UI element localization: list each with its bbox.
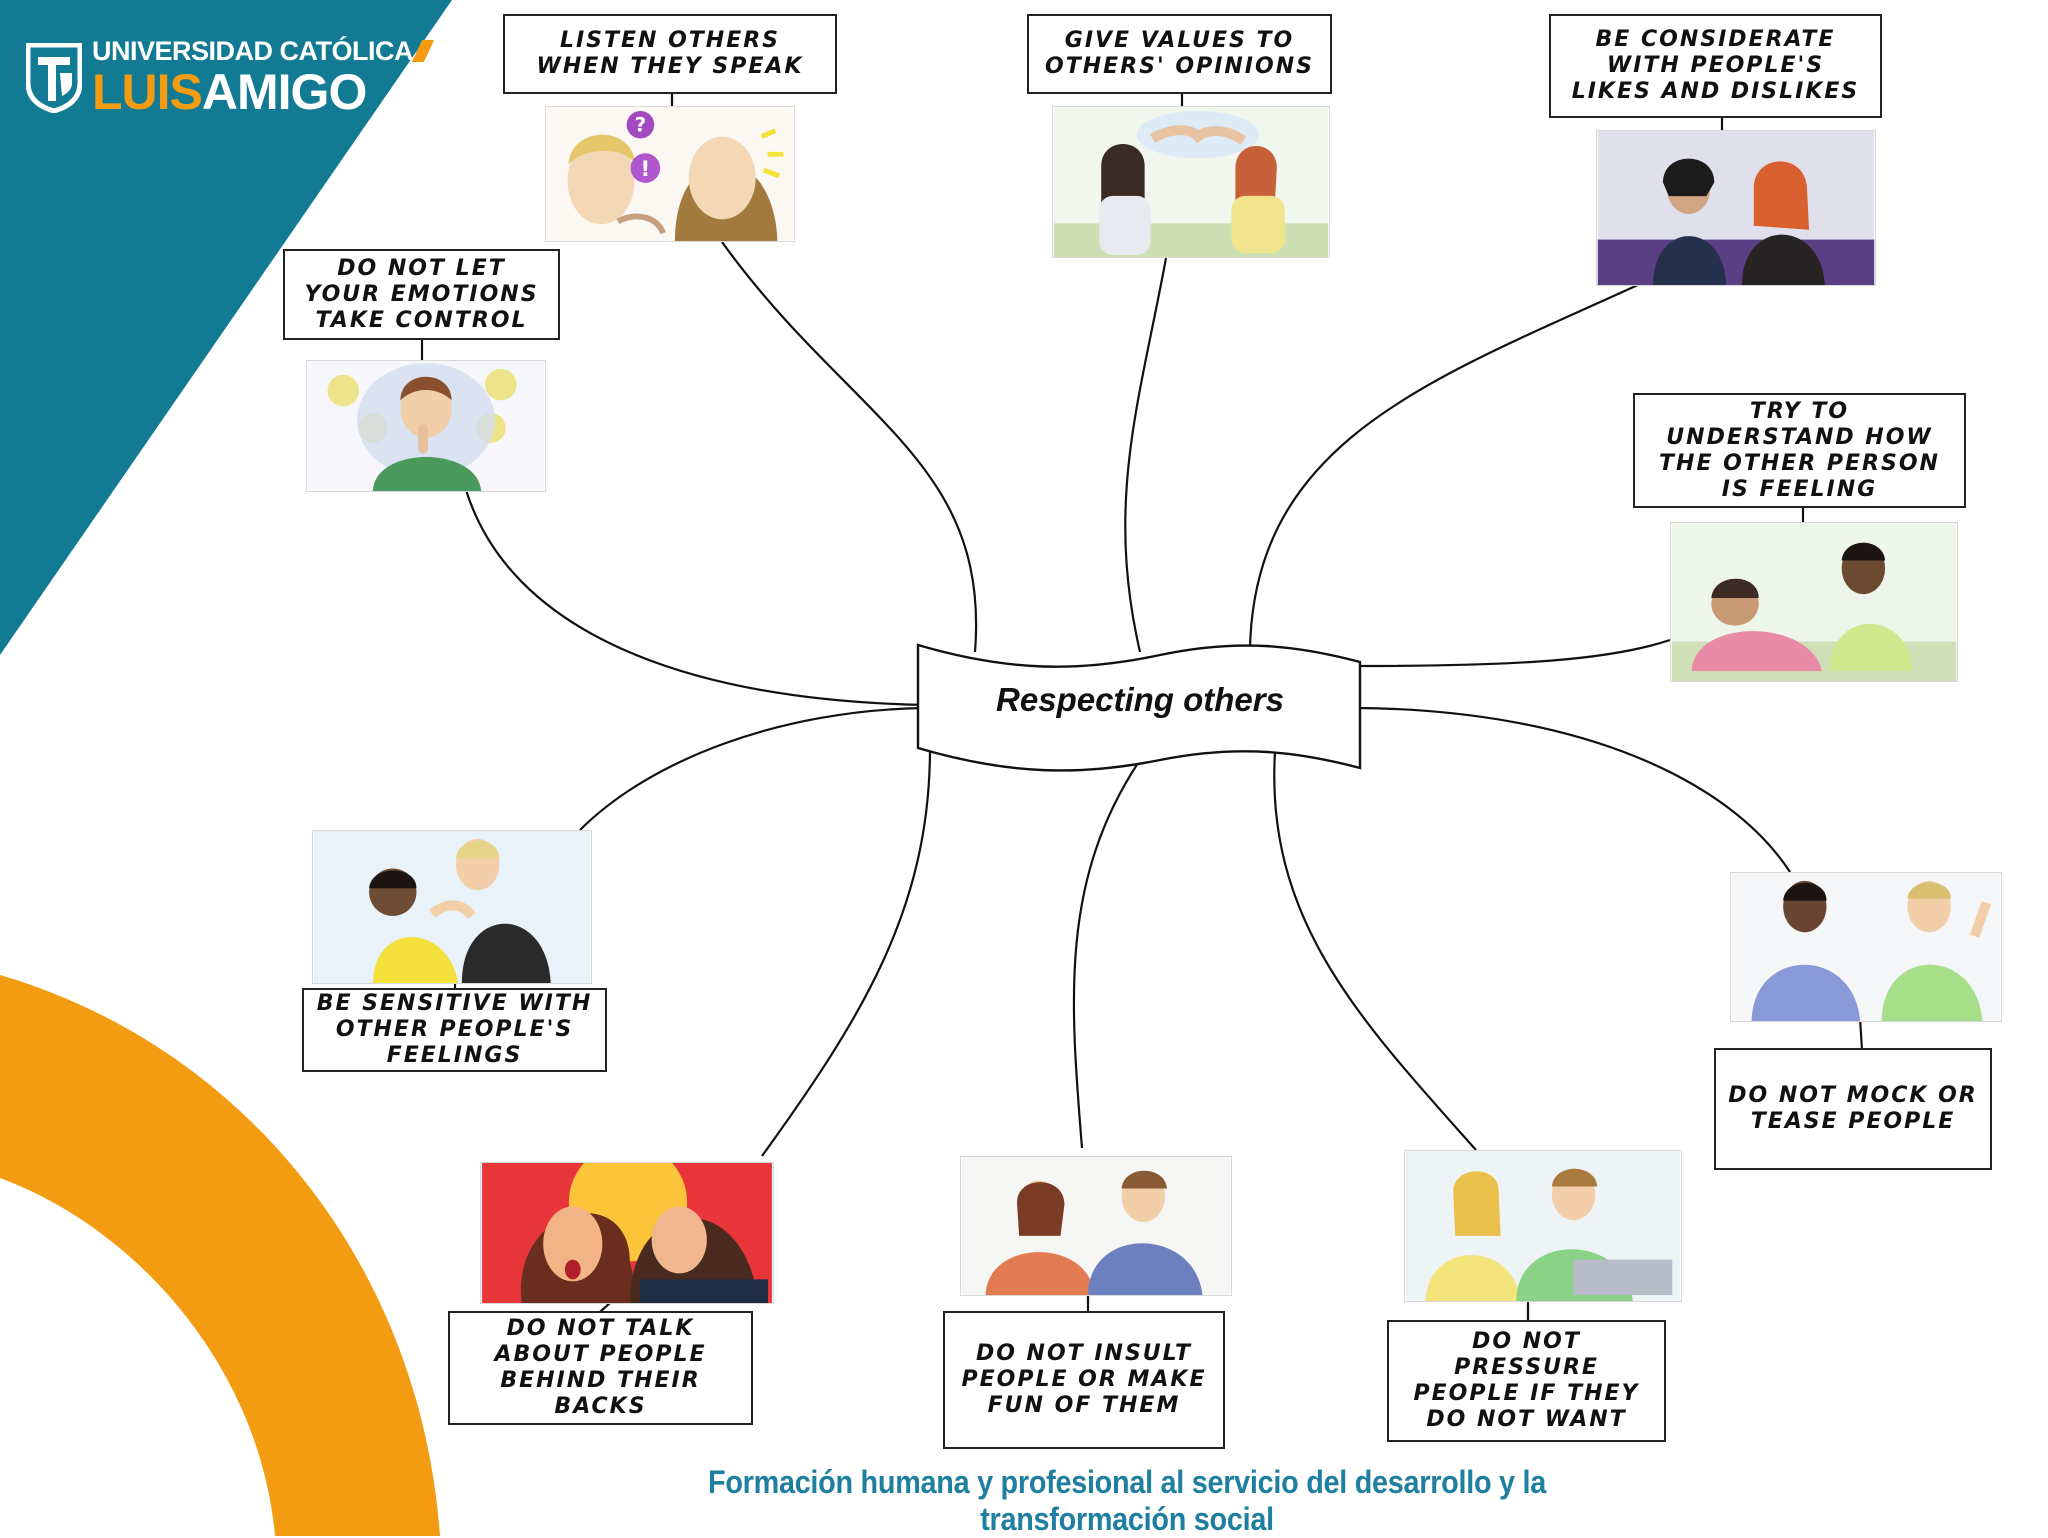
node-talk-box: Do not talk about people behind their ba… [448,1311,753,1425]
consoling-person-illustration [312,830,592,984]
svg-text:?: ? [635,114,646,137]
node-insult-box: Do not insult people or make fun of them [943,1311,1225,1449]
node-emotions-box: Do not let your emotions take control [283,249,560,340]
couple-at-laptop-illustration [1404,1150,1682,1302]
node-mock-box: Do not mock or tease people [1714,1048,1992,1170]
two-boys-waving-illustration [1730,872,2002,1022]
university-logo: UNIVERSIDAD CATÓLICA LUISAMIGO [26,38,435,120]
logo-name-text: LUISAMIGO [92,64,367,120]
two-women-chatting-illustration [1596,130,1876,286]
two-people-talking-illustration: ? ! [545,106,795,242]
svg-text:!: ! [640,157,650,182]
shield-logo-icon [26,42,82,113]
arguing-couple-illustration [960,1156,1232,1296]
calm-person-emotions-illustration [306,360,546,492]
orange-arc-shape [0,975,440,1536]
teal-corner-shape [0,0,452,655]
gossip-whisper-illustration [480,1162,774,1304]
node-values-box: Give values to others' opinions [1027,14,1332,94]
footer-slogan: Formación humana y profesional al servic… [708,1464,1546,1537]
handshake-conversation-illustration [1052,106,1330,258]
node-sensitive-box: Be sensitive with other people's feeling… [302,988,607,1072]
comforting-friend-illustration [1670,522,1958,682]
central-topic-label: Respecting others [996,681,1284,718]
node-considerate-box: Be considerate with people's likes and d… [1549,14,1882,118]
node-understand-box: Try to understand how the other person i… [1633,393,1966,508]
node-listen-box: Listen others when they speak [503,14,837,94]
logo-university-text: UNIVERSIDAD CATÓLICA [92,38,435,65]
node-pressure-box: Do not pressure people if they do not wa… [1387,1320,1666,1442]
